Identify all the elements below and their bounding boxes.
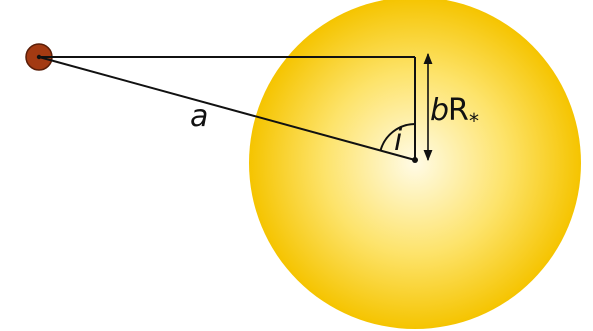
- label-stellar-radius: R: [448, 93, 469, 128]
- inclination-arc: [379, 123, 416, 151]
- star: [249, 0, 581, 329]
- label-a: a: [190, 99, 208, 134]
- label-i: i: [394, 123, 403, 158]
- star-center-dot: [412, 157, 418, 163]
- label-b: b: [430, 93, 449, 128]
- label-stellar-radius-subscript: *: [469, 109, 479, 133]
- orbit-distance-line: [38, 56, 416, 161]
